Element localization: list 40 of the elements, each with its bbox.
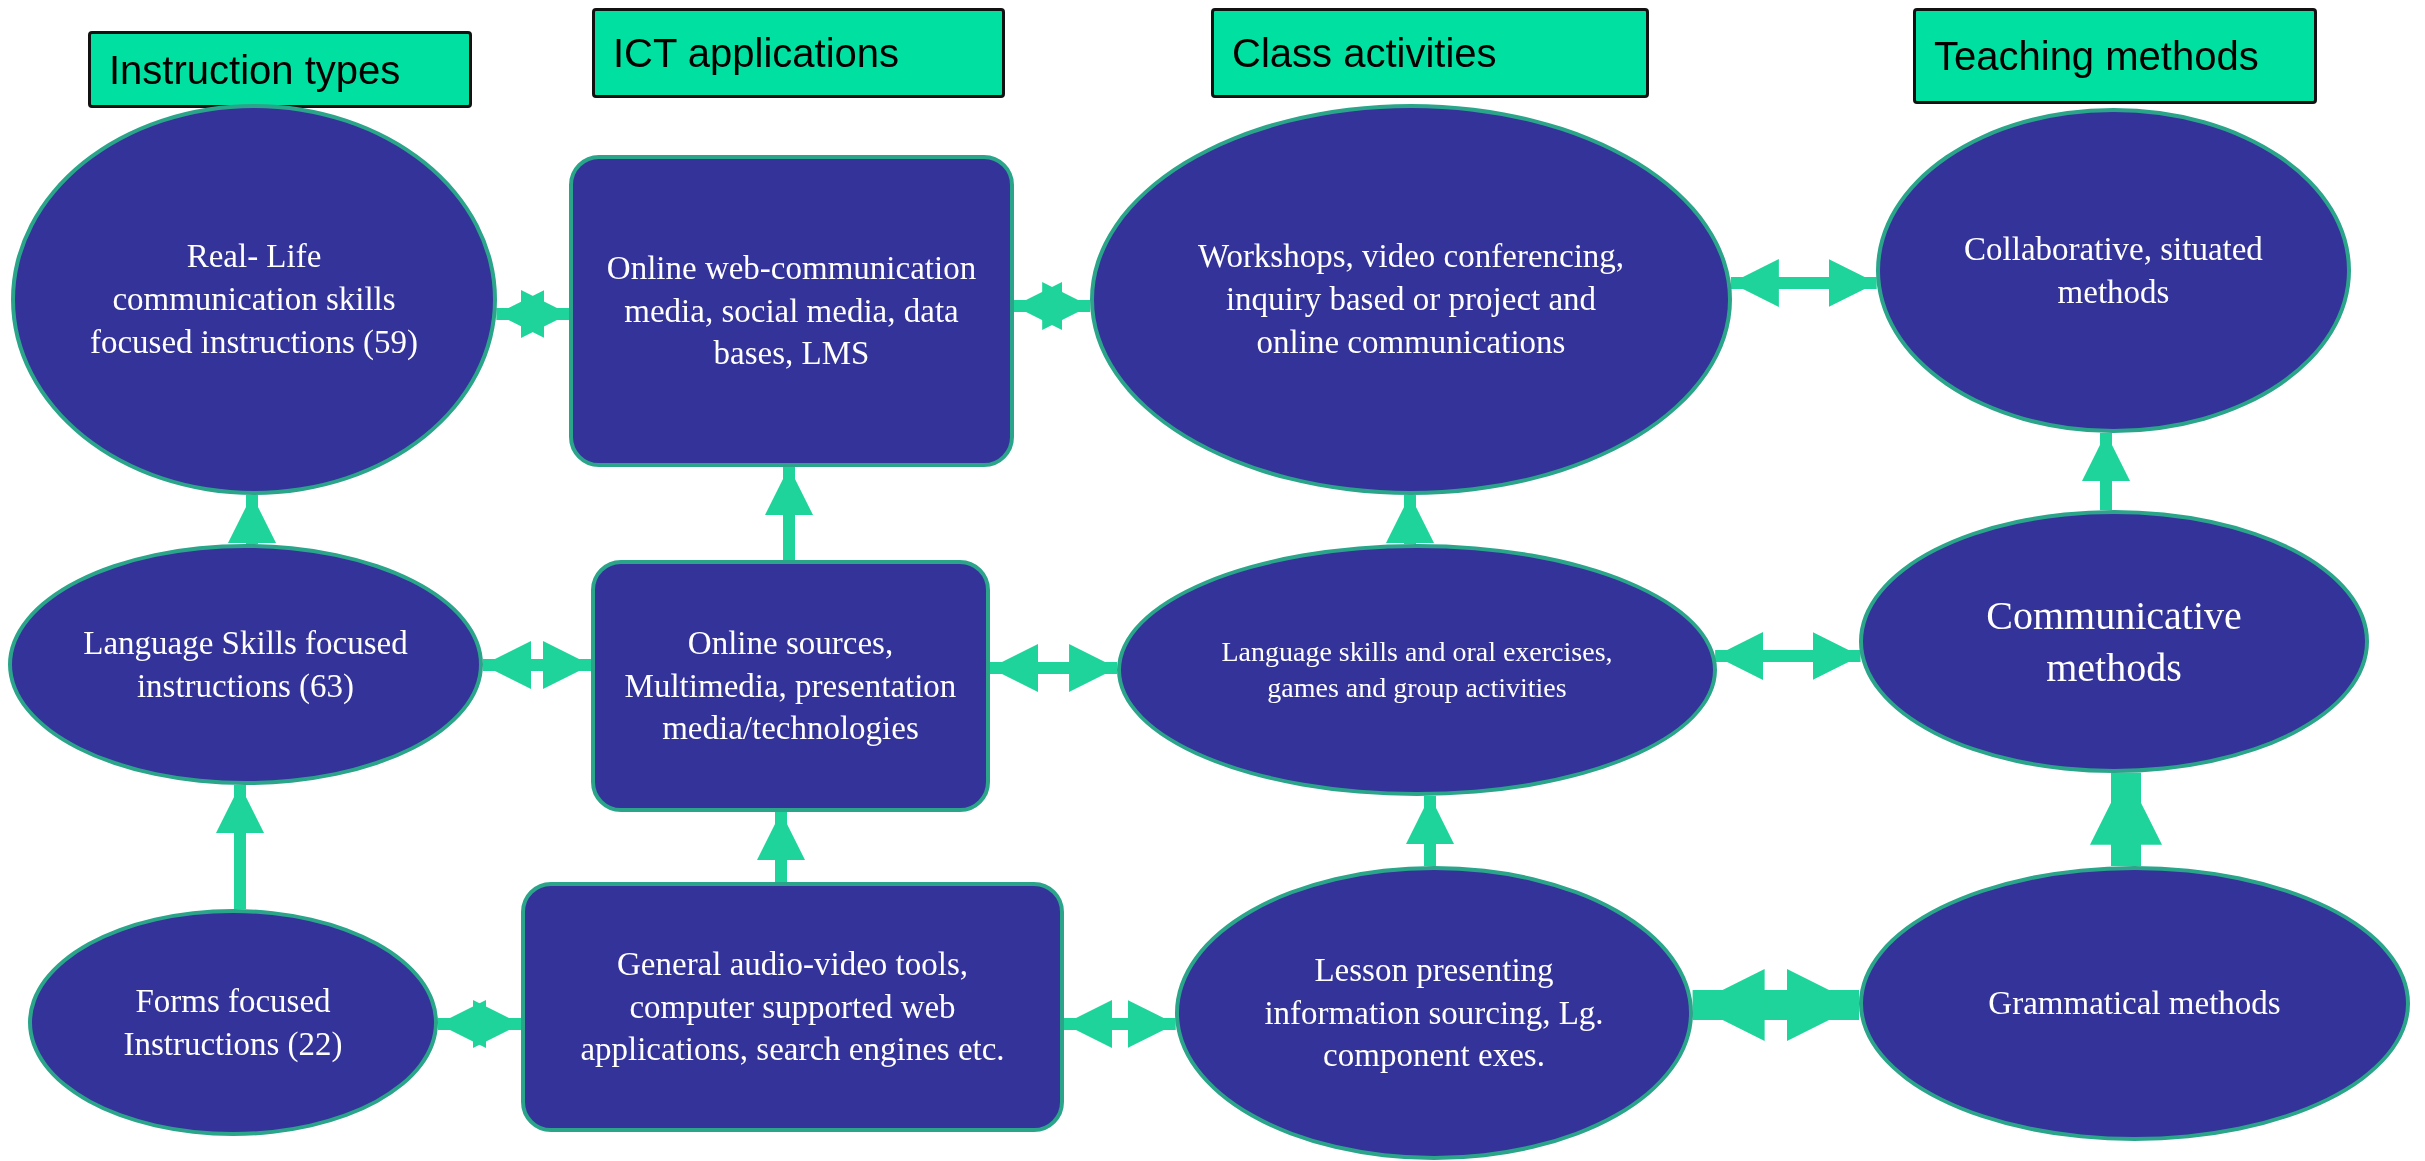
- node-text: Forms focused Instructions (22): [122, 981, 344, 1064]
- double-arrow: [1014, 282, 1091, 330]
- double-arrow: [496, 290, 569, 338]
- node-text: Online web-communication media, social media, data bases, LMS: [605, 248, 978, 374]
- column-header-box: [1211, 8, 1649, 98]
- header-text: Teaching methods: [1934, 33, 2259, 80]
- column-header-box: [1913, 8, 2317, 104]
- header-text: ICT applications: [613, 30, 900, 77]
- node-text: Language skills and oral exercises, games and group activities: [1220, 634, 1614, 705]
- node-text: Real- Life communication skills focused instructions (59): [88, 237, 420, 362]
- rounded-box-node: [591, 560, 990, 812]
- double-arrow: [1715, 632, 1861, 680]
- arrow: [1386, 495, 1434, 545]
- arrow: [757, 812, 805, 882]
- double-arrow: [990, 644, 1118, 692]
- arrow: [2090, 772, 2162, 867]
- arrow: [2082, 432, 2130, 511]
- double-arrow: [438, 1000, 521, 1048]
- double-arrow: [1730, 259, 1877, 307]
- node-text: Collaborative, situated methods: [1963, 229, 2264, 312]
- arrow: [216, 784, 264, 910]
- column-header-box: [88, 31, 472, 108]
- double-arrow: [1064, 1000, 1176, 1048]
- arrow: [1406, 795, 1454, 866]
- node-text: Language Skills focused instructions (63): [82, 623, 409, 706]
- header-text: Class activities: [1232, 30, 1497, 77]
- node-text: Lesson presenting information sourcing, Lg. component exes.: [1263, 950, 1605, 1076]
- rounded-box-node: [569, 155, 1014, 467]
- column-header-box: [592, 8, 1005, 98]
- node-text: Grammatical methods: [1988, 984, 2281, 1024]
- arrow: [765, 467, 813, 560]
- node-text: General audio-video tools, computer supported web applications, search engines etc.: [579, 944, 1006, 1070]
- header-text: Instruction types: [109, 46, 401, 94]
- rounded-box-node: [521, 882, 1064, 1132]
- double-arrow: [483, 641, 591, 689]
- arrow: [228, 495, 276, 545]
- node-text: Online sources, Multimedia, presentation media/technologies: [623, 623, 958, 749]
- double-arrow: [1692, 969, 1859, 1041]
- node-text: Communicative methods: [1985, 591, 2243, 692]
- node-text: Workshops, video conferencing, inquiry based or project and online communications: [1196, 237, 1626, 362]
